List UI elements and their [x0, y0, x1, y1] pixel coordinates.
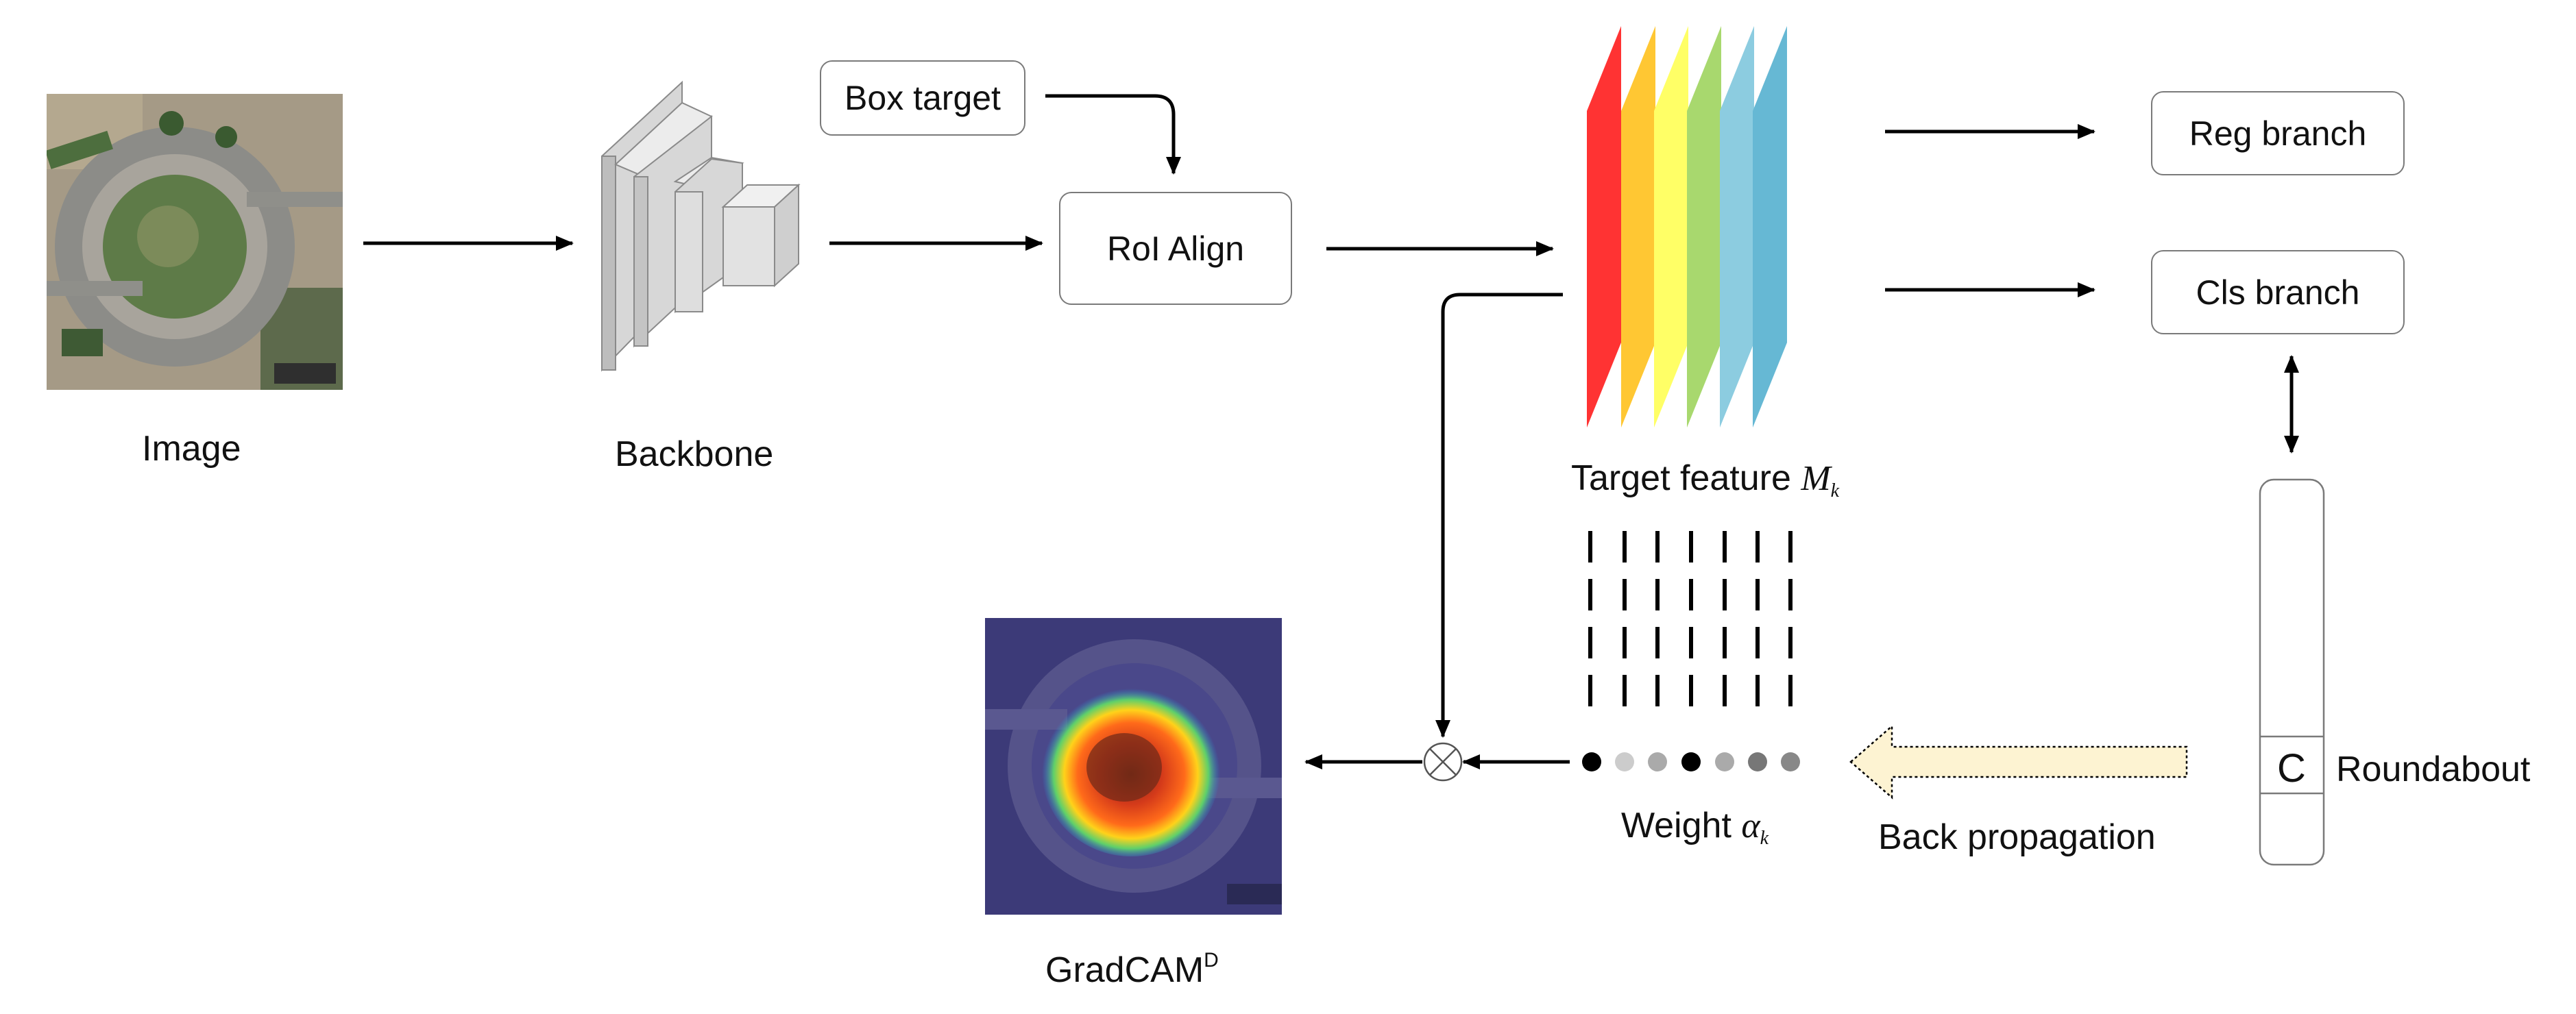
- cls-branch-box: Cls branch: [2151, 250, 2405, 334]
- weight-sub: k: [1760, 828, 1769, 849]
- reg-branch-label: Reg branch: [2189, 114, 2367, 153]
- weight-label: Weight αk: [1621, 805, 1769, 850]
- reg-branch-box: Reg branch: [2151, 91, 2405, 175]
- target-feature-sub: k: [1830, 480, 1840, 502]
- class-vector: [2259, 478, 2325, 866]
- arrow-box-target-to-roi: [1045, 94, 1181, 175]
- gradcam-label: GradCAMD: [1045, 949, 1219, 991]
- cls-branch-label: Cls branch: [2196, 273, 2360, 312]
- target-feature-icon: [1587, 26, 1787, 428]
- target-feature-symbol: M: [1801, 459, 1831, 498]
- class-letter: C: [2277, 746, 2306, 791]
- arrow-feature-to-multiply: [1435, 293, 1563, 738]
- backbone-label: Backbone: [615, 434, 774, 474]
- back-propagation-arrow: [1849, 724, 2188, 800]
- weight-columns: [1588, 531, 1793, 723]
- roundabout-label: Roundabout: [2336, 750, 2531, 789]
- gradcam-sup: D: [1204, 949, 1219, 972]
- back-propagation-label: Back propagation: [1878, 817, 2156, 857]
- target-feature-label: Target feature Mk: [1571, 458, 1839, 502]
- backbone-icon: [601, 80, 801, 372]
- circled-times-icon: [1423, 742, 1463, 782]
- weight-text: Weight: [1621, 806, 1742, 845]
- target-feature-text: Target feature: [1571, 458, 1801, 498]
- gradcam-text: GradCAM: [1045, 950, 1204, 990]
- box-target-box: Box target: [820, 60, 1025, 136]
- gradcam-heatmap-image: [985, 618, 1282, 915]
- aerial-roundabout-image: [47, 94, 343, 390]
- weight-symbol: α: [1741, 806, 1760, 845]
- roi-align-box: RoI Align: [1059, 192, 1292, 305]
- image-label: Image: [142, 429, 241, 469]
- box-target-label: Box target: [845, 79, 1001, 117]
- weight-dots: [1582, 752, 1800, 771]
- roi-align-label: RoI Align: [1106, 229, 1245, 268]
